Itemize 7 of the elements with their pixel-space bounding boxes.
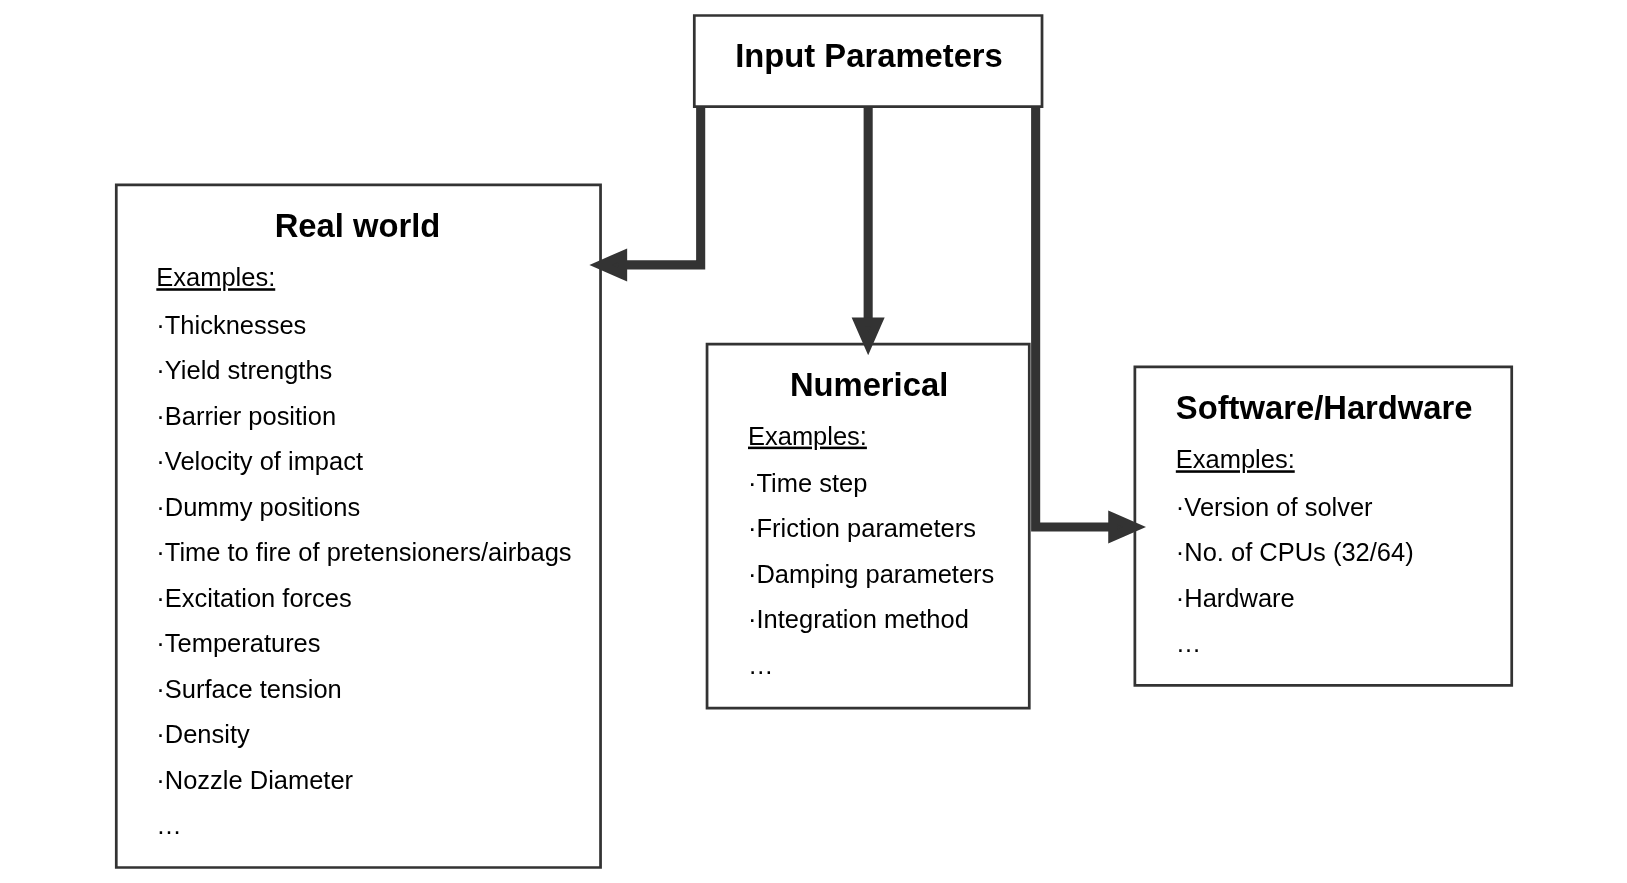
arrow (588, 106, 705, 282)
node-box: Numerical Examples: ·Time step ·Friction parameters ·Damping parameters ·Integration method … (705, 342, 1031, 710)
node-box: Input Parameters (692, 14, 1043, 108)
arrow (1030, 106, 1146, 544)
node-box: Software/Hardware Examples: ·Version of solver ·No. of CPUs (32/64) ·Hardware … (1133, 365, 1513, 687)
node-box: Real world Examples: ·Thicknesses ·Yield strengths ·Barrier position ·Velocity of impact ·Dummy positions ·Time to fire of pretensioners/airbags ·Excitation forces ·Temperatures ·Surface tension ·Density ·Nozzle Diameter … (114, 183, 602, 869)
arrow (851, 107, 885, 356)
